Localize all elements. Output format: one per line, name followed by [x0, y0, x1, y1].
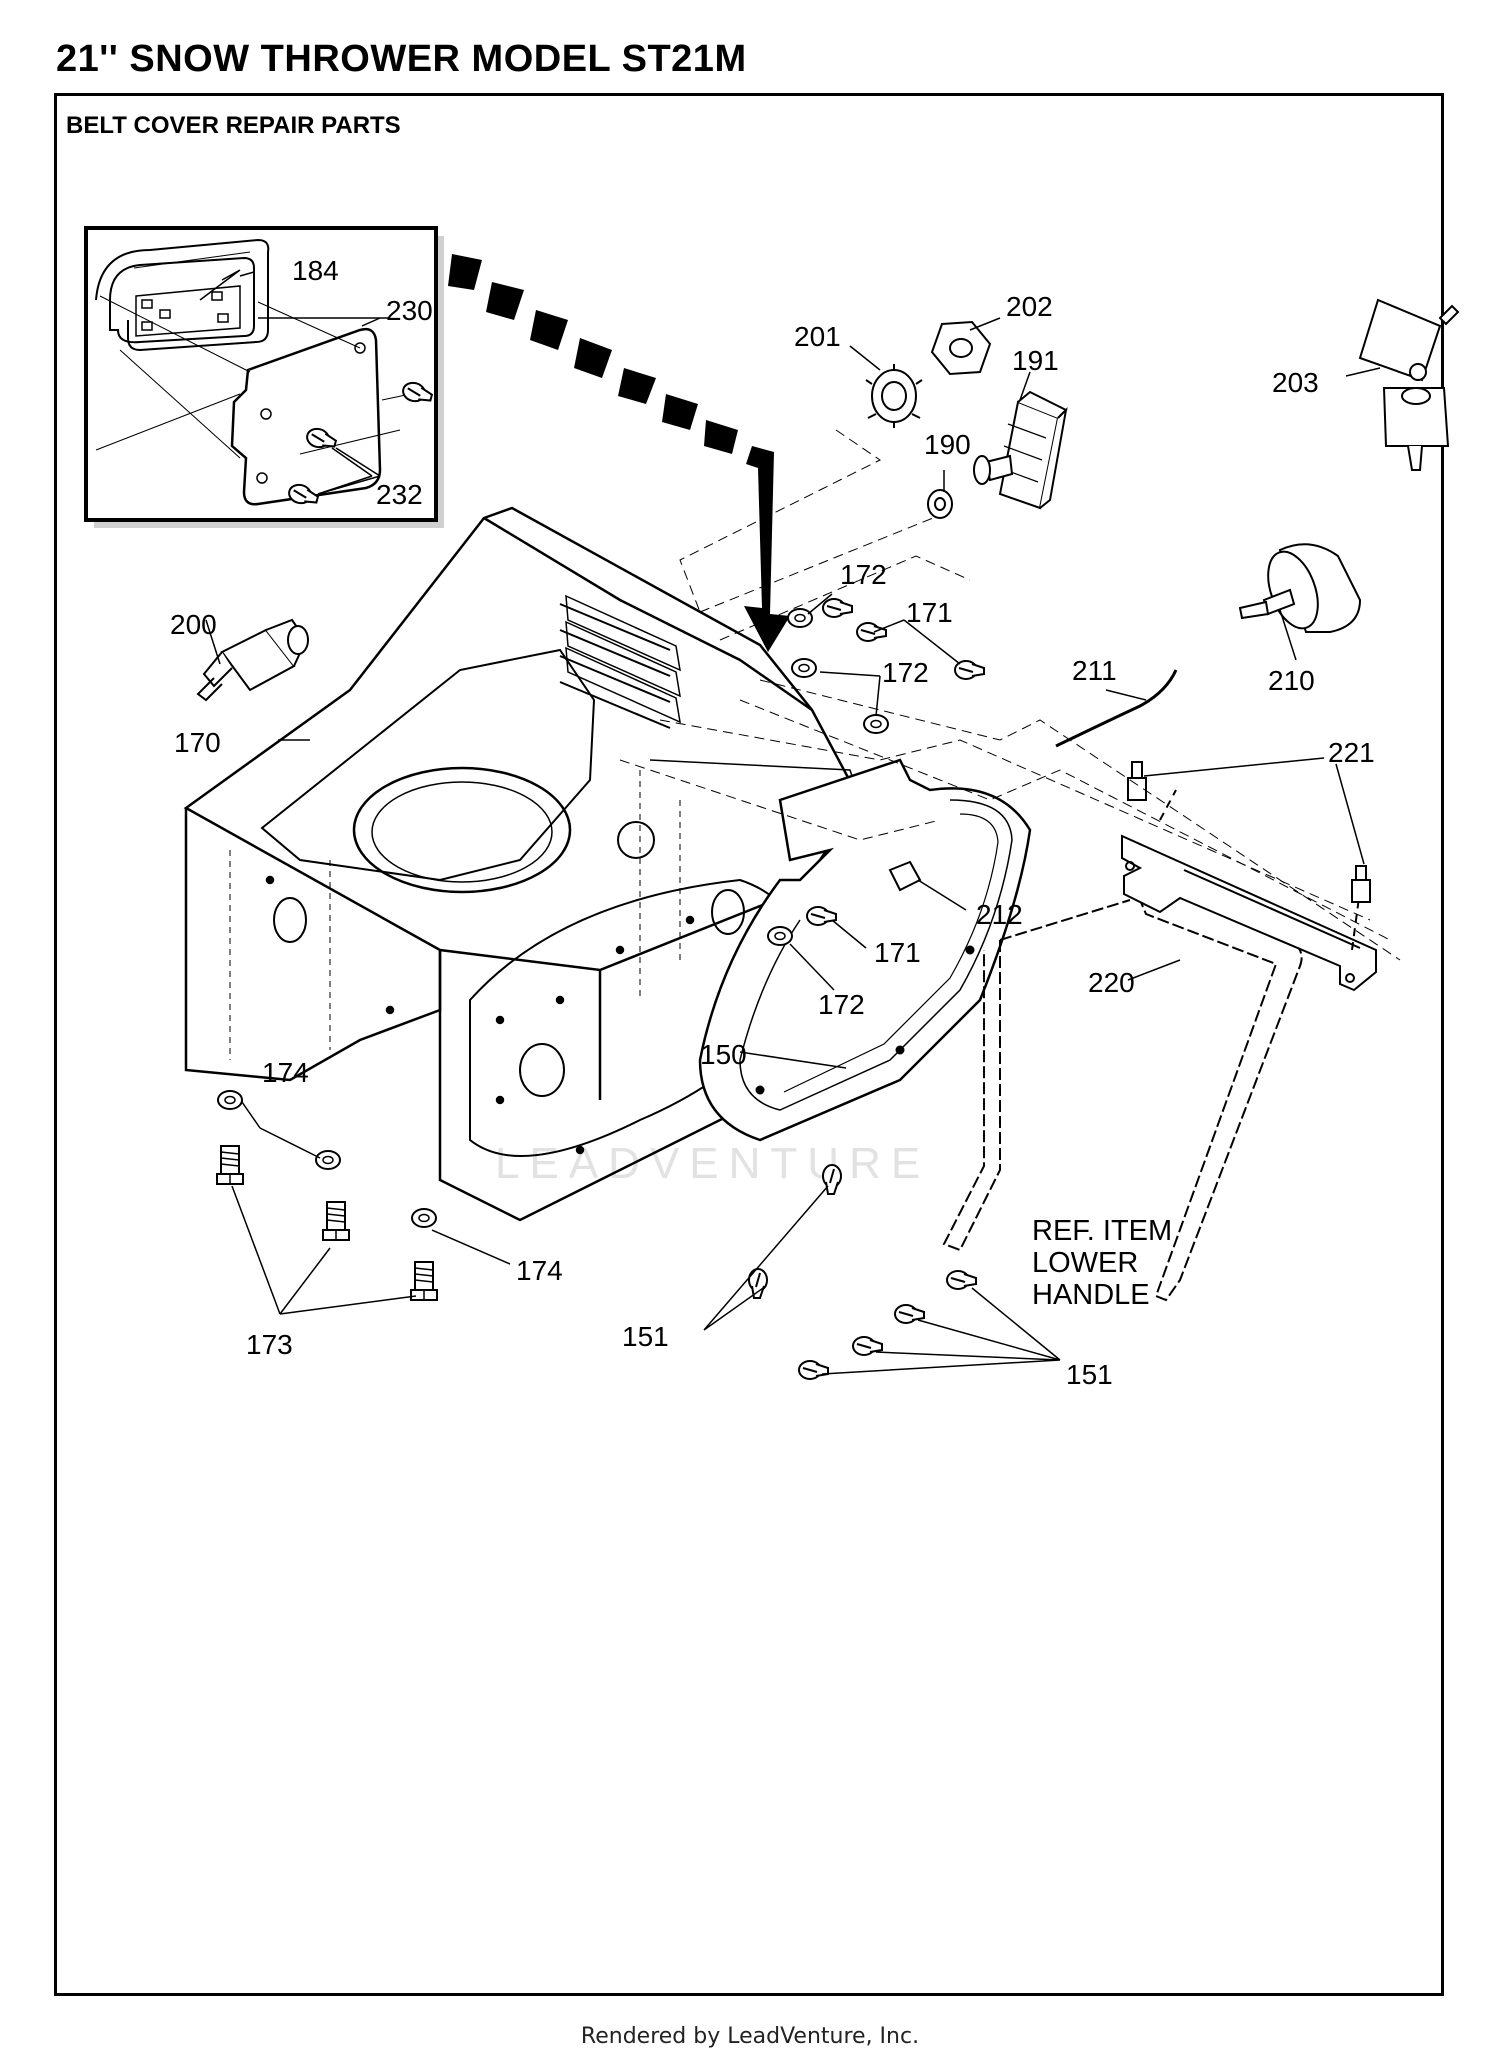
switch-200	[196, 618, 309, 702]
belt-cover-150	[698, 758, 1032, 1142]
label-203: 203	[1272, 367, 1319, 398]
label-230: 230	[386, 295, 433, 326]
keys-203	[1358, 298, 1460, 471]
bolts-221	[1127, 761, 1371, 903]
label-212: 212	[976, 899, 1023, 930]
label-174-b: 174	[516, 1255, 563, 1286]
direction-arrow	[448, 254, 790, 652]
label-150: 150	[700, 1039, 747, 1070]
footer-credit: Rendered by LeadVenture, Inc.	[580, 2024, 920, 2049]
label-172-c: 172	[818, 989, 865, 1020]
label-171-a: 171	[906, 597, 953, 628]
label-210: 210	[1268, 665, 1315, 696]
label-232: 232	[376, 479, 423, 510]
ref-note-line-1: REF. ITEM	[1032, 1215, 1172, 1247]
label-174-a: 174	[262, 1057, 309, 1088]
label-202: 202	[1006, 291, 1053, 322]
explosion-lines	[619, 429, 1401, 961]
label-151-a: 151	[622, 1321, 669, 1352]
part-number-labels: 184 230 232 201 202 191 190 203 200 170 …	[170, 255, 1375, 1390]
label-220: 220	[1088, 967, 1135, 998]
label-200: 200	[170, 609, 217, 640]
ref-note-line-3: HANDLE	[1032, 1279, 1150, 1311]
label-221: 221	[1328, 737, 1375, 768]
label-184: 184	[292, 255, 339, 286]
label-173: 173	[246, 1329, 293, 1360]
label-191: 191	[1012, 345, 1059, 376]
label-201: 201	[794, 321, 841, 352]
leader-lines	[199, 269, 1381, 1375]
watermark-text: LEADVENTURE	[495, 1139, 930, 1188]
label-172-b: 172	[882, 657, 929, 688]
label-170: 170	[174, 727, 221, 758]
inset-detail	[84, 226, 444, 528]
label-172-a: 172	[840, 559, 887, 590]
section-title: BELT COVER REPAIR PARTS	[66, 112, 401, 139]
label-190: 190	[924, 429, 971, 460]
knob-210	[1238, 543, 1362, 633]
fasteners	[216, 598, 985, 1380]
bracket-220	[1121, 789, 1377, 992]
ref-note-line-2: LOWER	[1032, 1247, 1138, 1279]
label-171-b: 171	[874, 937, 921, 968]
parts-upper	[865, 320, 1068, 519]
diagram-frame	[54, 93, 1444, 1996]
label-151-b: 151	[1066, 1359, 1113, 1390]
page-title: 21'' SNOW THROWER MODEL ST21M	[56, 38, 747, 80]
rod-211	[1055, 669, 1178, 748]
ref-item-note: REF. ITEM LOWER HANDLE	[1032, 1215, 1172, 1311]
label-211: 211	[1072, 655, 1117, 686]
